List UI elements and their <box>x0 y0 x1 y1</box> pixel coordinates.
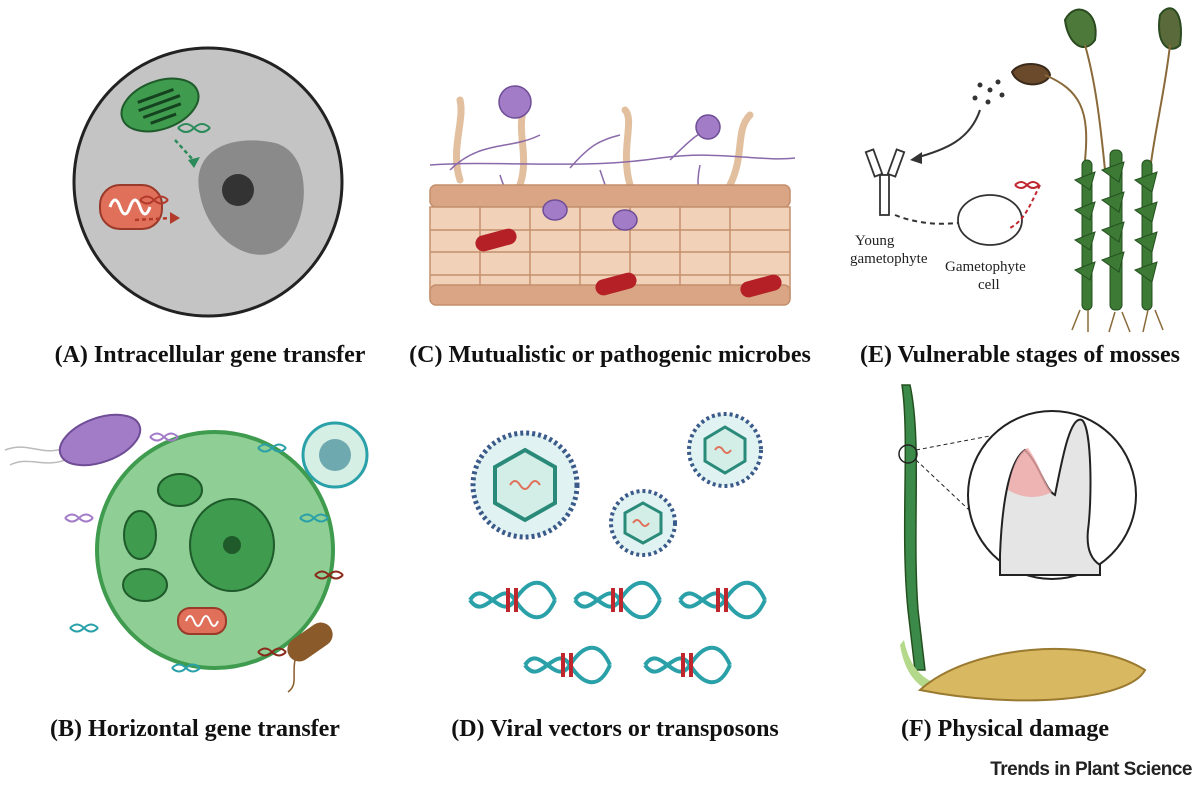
young-gametophyte <box>864 148 906 216</box>
transfer-arrow <box>134 216 173 222</box>
chloroplast <box>122 473 203 602</box>
label-gametophyte2: Gametophyte <box>945 259 1026 275</box>
pathogenic-bacterium <box>475 228 782 298</box>
panel-b-illustration <box>4 413 369 693</box>
mitochondrion <box>177 607 227 635</box>
development-arrow <box>894 214 966 225</box>
zoom-source-circle <box>898 444 918 464</box>
caption-e: (E) Vulnerable stages of mosses <box>859 342 1180 368</box>
label-young: Young <box>855 233 895 249</box>
moss-shoots <box>1073 149 1158 311</box>
damaged-region <box>1008 448 1052 497</box>
label-cell: cell <box>978 277 1000 293</box>
dispersal-arrow <box>914 109 981 159</box>
transfer-arrow <box>174 139 196 163</box>
caption-c: (C) Mutualistic or pathogenic microbes <box>409 342 811 368</box>
panel-a-illustration <box>72 46 344 318</box>
arrowhead-icon <box>188 157 200 168</box>
cyanobacterium <box>301 421 369 489</box>
dna-fragment-icon <box>64 432 344 673</box>
dna-fragment-icon <box>1014 181 1040 189</box>
panel-e-illustration: Young gametophyte Gametophyte cell <box>850 7 1182 333</box>
caption-f: (F) Physical damage <box>901 716 1109 742</box>
panel-c-illustration <box>429 85 796 306</box>
bacterium-flagellated <box>4 413 142 467</box>
seed <box>917 648 1147 702</box>
mitochondrion <box>99 184 163 230</box>
dna-fragment-icon <box>139 195 169 205</box>
virus-particle <box>609 489 677 557</box>
moss-capsule <box>1010 7 1182 86</box>
caption-a: (A) Intracellular gene transfer <box>54 342 366 368</box>
panel-f-illustration <box>898 384 1147 702</box>
dna-fragment-icon <box>177 123 211 133</box>
caption-b: (B) Horizontal gene transfer <box>50 716 340 742</box>
nucleolus <box>223 536 241 554</box>
caption-d: (D) Viral vectors or transposons <box>451 716 779 742</box>
dna-entry-arrow <box>1009 184 1041 229</box>
spore-cluster <box>498 85 721 140</box>
chloroplast <box>120 77 200 133</box>
label-gametophyte: gametophyte <box>850 251 928 267</box>
panel-d-illustration <box>468 412 767 685</box>
seedling-shoot <box>901 384 926 671</box>
vesicle <box>542 199 638 231</box>
rod-bacterium <box>287 622 333 693</box>
gametophyte-cell <box>957 194 1023 246</box>
root-hair <box>453 96 754 189</box>
transposon-dna-icon <box>468 580 767 685</box>
arrowhead-icon <box>170 212 180 224</box>
virus-particle <box>687 412 763 488</box>
arrowhead-icon <box>910 152 922 164</box>
virus-particle <box>470 430 580 540</box>
spores <box>972 79 1005 105</box>
brand-logo: Trends in Plant Science <box>990 759 1192 780</box>
nucleolus <box>222 174 254 206</box>
rhizoids <box>1071 309 1164 333</box>
moss-seta <box>1044 44 1171 171</box>
